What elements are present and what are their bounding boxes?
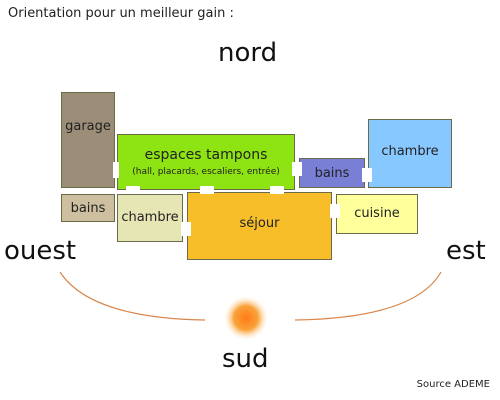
room-chambre-right: chambre	[368, 119, 452, 188]
north-label: nord	[218, 38, 278, 68]
doorway	[200, 186, 214, 194]
doorway	[113, 162, 119, 178]
room-espaces-tampons: espaces tampons (hall, placards, escalie…	[117, 134, 295, 190]
room-espaces-tampons-label: espaces tampons	[144, 147, 268, 163]
doorway	[181, 222, 191, 236]
room-garage-label: garage	[65, 119, 111, 134]
doorway	[270, 186, 284, 194]
room-espaces-tampons-sublabel: (hall, placards, escaliers, entrée)	[132, 167, 280, 177]
room-bains-left: bains	[61, 194, 115, 222]
doorway	[330, 204, 340, 218]
diagram-title: Orientation pour un meilleur gain :	[8, 6, 234, 21]
room-chambre-left: chambre	[117, 194, 183, 242]
room-chambre-left-label: chambre	[121, 210, 179, 225]
sun-arc-west	[59, 271, 206, 321]
room-garage: garage	[61, 92, 115, 188]
sun-icon	[224, 296, 268, 340]
room-sejour: séjour	[187, 192, 332, 260]
doorway	[362, 168, 372, 182]
doorway	[126, 186, 140, 194]
room-chambre-right-label: chambre	[381, 144, 439, 159]
south-label: sud	[222, 344, 269, 374]
room-bains-center-label: bains	[314, 165, 350, 181]
east-label: est	[446, 236, 486, 266]
room-sejour-label: séjour	[239, 215, 280, 231]
room-cuisine-label: cuisine	[354, 206, 400, 221]
room-bains-left-label: bains	[70, 200, 106, 216]
west-label: ouest	[4, 236, 77, 266]
source-credit: Source ADEME	[416, 379, 490, 390]
doorway	[292, 162, 302, 176]
sun-arc-east	[294, 271, 442, 321]
